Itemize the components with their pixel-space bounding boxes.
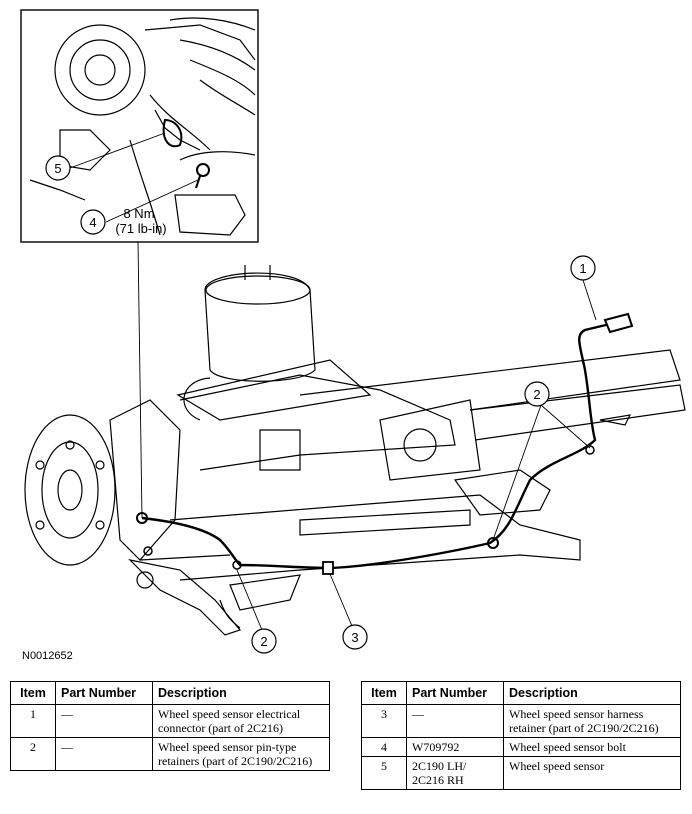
figure-id: N0012652	[22, 650, 73, 662]
svg-text:2: 2	[533, 387, 540, 402]
cell-description: Wheel speed sensor bolt	[503, 737, 681, 757]
parts-table-right: Item Part Number Description 3 — Wheel s…	[361, 681, 681, 790]
header-description: Description	[152, 681, 330, 705]
svg-text:5: 5	[54, 161, 61, 176]
svg-text:2: 2	[260, 634, 267, 649]
callout-1: 1	[570, 255, 596, 281]
callout-3: 3	[342, 624, 368, 650]
cell-item: 2	[10, 737, 56, 771]
torque-value-metric: 8 Nm	[123, 206, 154, 221]
cell-item: 5	[361, 756, 407, 790]
table-row: 1 — Wheel speed sensor electrical connec…	[10, 704, 330, 738]
table-header-row: Item Part Number Description	[10, 681, 330, 705]
cell-description: Wheel speed sensor	[503, 756, 681, 790]
table-row: 5 2C190 LH/ 2C216 RH Wheel speed sensor	[361, 756, 681, 790]
header-part-number: Part Number	[406, 681, 504, 705]
svg-text:3: 3	[351, 630, 358, 645]
cell-part-number: —	[406, 704, 504, 738]
cell-description: Wheel speed sensor electrical connector …	[152, 704, 330, 738]
cell-part-number: W709792	[406, 737, 504, 757]
wheel-speed-sensor-diagram: 5 4 8 Nm (71 lb-in) 1 2 2 3	[20, 9, 686, 654]
parts-table-left: Item Part Number Description 1 — Wheel s…	[10, 681, 330, 771]
svg-text:4: 4	[89, 215, 96, 230]
cell-description: Wheel speed sensor harness retainer (par…	[503, 704, 681, 738]
table-row: 2 — Wheel speed sensor pin-type retainer…	[10, 737, 330, 771]
suspension-illustration	[24, 265, 686, 636]
callout-2-upper: 2	[524, 381, 550, 407]
table-header-row: Item Part Number Description	[361, 681, 681, 705]
cell-part-number: —	[55, 737, 153, 771]
table-row: 3 — Wheel speed sensor harness retainer …	[361, 704, 681, 738]
header-item: Item	[361, 681, 407, 705]
cell-item: 3	[361, 704, 407, 738]
inset-hub-illustration	[29, 17, 256, 236]
callout-5: 5	[45, 155, 71, 181]
cell-part-number: 2C190 LH/ 2C216 RH	[406, 756, 504, 790]
header-item: Item	[10, 681, 56, 705]
svg-text:1: 1	[579, 261, 586, 276]
cell-part-number: —	[55, 704, 153, 738]
torque-value-imperial: (71 lb-in)	[115, 221, 166, 236]
sensor-harness	[141, 322, 611, 570]
callout-2-lower: 2	[251, 628, 277, 654]
header-description: Description	[503, 681, 681, 705]
header-part-number: Part Number	[55, 681, 153, 705]
cell-description: Wheel speed sensor pin-type retainers (p…	[152, 737, 330, 771]
cell-item: 4	[361, 737, 407, 757]
callout-4: 4	[80, 209, 106, 235]
detail-inset-frame	[20, 9, 259, 243]
cell-item: 1	[10, 704, 56, 738]
table-row: 4 W709792 Wheel speed sensor bolt	[361, 737, 681, 757]
